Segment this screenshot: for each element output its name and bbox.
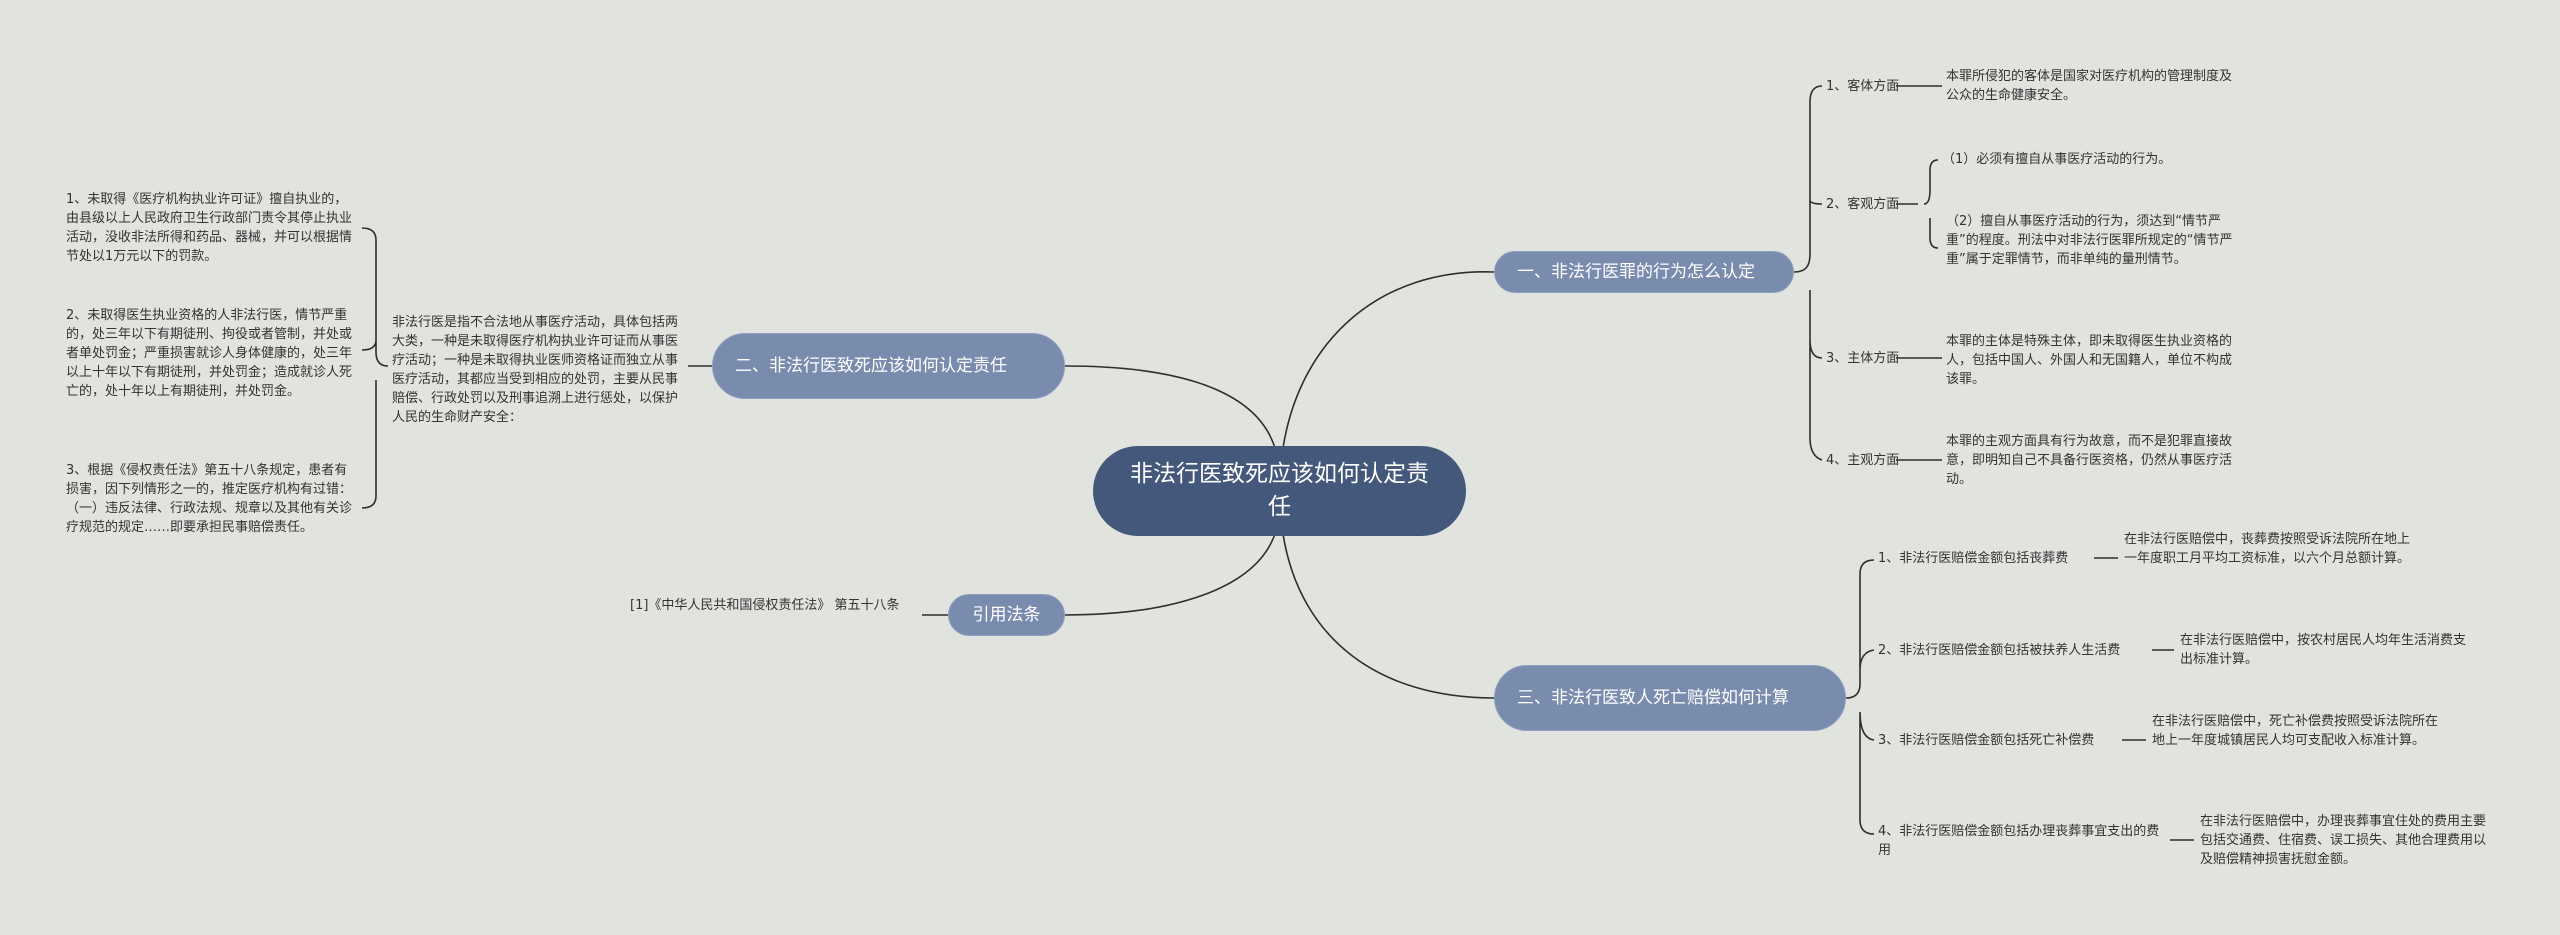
- branch-title: 一、非法行医罪的行为怎么认定: [1517, 262, 1755, 282]
- b3-item-label-death: 3、非法行医赔偿金额包括死亡补偿费: [1878, 733, 2095, 748]
- b1-item-label-object: 1、客体方面: [1826, 79, 1900, 94]
- connector-root-b1: [1282, 271, 1495, 449]
- connector-root-b4: [1064, 533, 1276, 616]
- b3-item-text-death: 在非法行医赔偿中，死亡补偿费按照受诉法院所在地上一年度城镇居民人均可支配收入标准…: [2152, 714, 2439, 748]
- b1-item-label-objective: 2、客观方面: [1826, 197, 1900, 212]
- b1-item-label-subject: 3、主体方面: [1826, 351, 1900, 366]
- b2-summary-text: 非法行医是指不合法地从事医疗活动，具体包括两大类，一种是未取得医疗机构执业许可证…: [392, 315, 679, 425]
- connector-b1-sub-bracket: [1923, 159, 1939, 249]
- b2-item-text-3: 3、根据《侵权责任法》第五十八条规定，患者有损害，因下列情形之一的，推定医疗机构…: [66, 463, 353, 535]
- branch-cited-law[interactable]: 引用法条: [948, 594, 1065, 636]
- b1-item-label-subjective: 4、主观方面: [1826, 453, 1900, 468]
- connector-root-b3: [1282, 533, 1495, 699]
- b1-item-text-subjective: 本罪的主观方面具有行为故意，而不是犯罪直接故意，即明知自己不具备行医资格，仍然从…: [1946, 434, 2233, 487]
- branch-liability-determination[interactable]: 二、非法行医致死应该如何认定责任: [712, 333, 1065, 399]
- b2-item-text-1: 1、未取得《医疗机构执业许可证》擅自执业的，由县级以上人民政府卫生行政部门责令其…: [66, 192, 353, 264]
- b3-item-label-dependent: 2、非法行医赔偿金额包括被扶养人生活费: [1878, 643, 2121, 658]
- b4-citation-text: [1]《中华人民共和国侵权责任法》 第五十八条: [630, 598, 900, 613]
- b1-item-text-objective-1: （1）必须有擅自从事医疗活动的行为。: [1942, 152, 2172, 167]
- b1-item-text-object: 本罪所侵犯的客体是国家对医疗机构的管理制度及公众的生命健康安全。: [1946, 69, 2233, 103]
- b3-item-text-funeral: 在非法行医赔偿中，丧葬费按照受诉法院所在地上一年度职工月平均工资标准，以六个月总…: [2124, 532, 2411, 566]
- b3-item-label-funeral-affairs: 4、非法行医赔偿金额包括办理丧葬事宜支出的费用: [1878, 824, 2160, 858]
- branch-compensation-calculation[interactable]: 三、非法行医致人死亡赔偿如何计算: [1494, 665, 1846, 731]
- b3-item-label-funeral: 1、非法行医赔偿金额包括丧葬费: [1878, 551, 2069, 566]
- root-topic[interactable]: 非法行医致死应该如何认定责任: [1093, 446, 1466, 536]
- b3-item-text-dependent: 在非法行医赔偿中，按农村居民人均年生活消费支出标准计算。: [2180, 633, 2467, 667]
- b1-item-text-objective-2: （2）擅自从事医疗活动的行为，须达到“情节严重”的程度。刑法中对非法行医罪所规定…: [1946, 214, 2233, 267]
- connector-root-b2: [1064, 365, 1276, 449]
- branch-title: 三、非法行医致人死亡赔偿如何计算: [1517, 688, 1789, 708]
- connector-b1-bracket: [1793, 85, 1823, 461]
- connector-b2-bracket: [361, 227, 389, 509]
- b2-item-text-2: 2、未取得医生执业资格的人非法行医，情节严重的，处三年以下有期徒刑、拘役或者管制…: [66, 308, 353, 399]
- connector-b3-bracket: [1845, 559, 1875, 835]
- branch-offense-determination[interactable]: 一、非法行医罪的行为怎么认定: [1494, 251, 1794, 293]
- branch-title: 二、非法行医致死应该如何认定责任: [735, 356, 1007, 376]
- branch-title: 引用法条: [972, 605, 1041, 625]
- b1-item-text-subject: 本罪的主体是特殊主体，即未取得医生执业资格的人，包括中国人、外国人和无国籍人，单…: [1946, 334, 2233, 387]
- root-topic-label: 非法行医致死应该如何认定责任: [1130, 461, 1429, 520]
- b3-item-text-funeral-affairs: 在非法行医赔偿中，办理丧葬事宜住处的费用主要包括交通费、住宿费、误工损失、其他合…: [2200, 814, 2487, 867]
